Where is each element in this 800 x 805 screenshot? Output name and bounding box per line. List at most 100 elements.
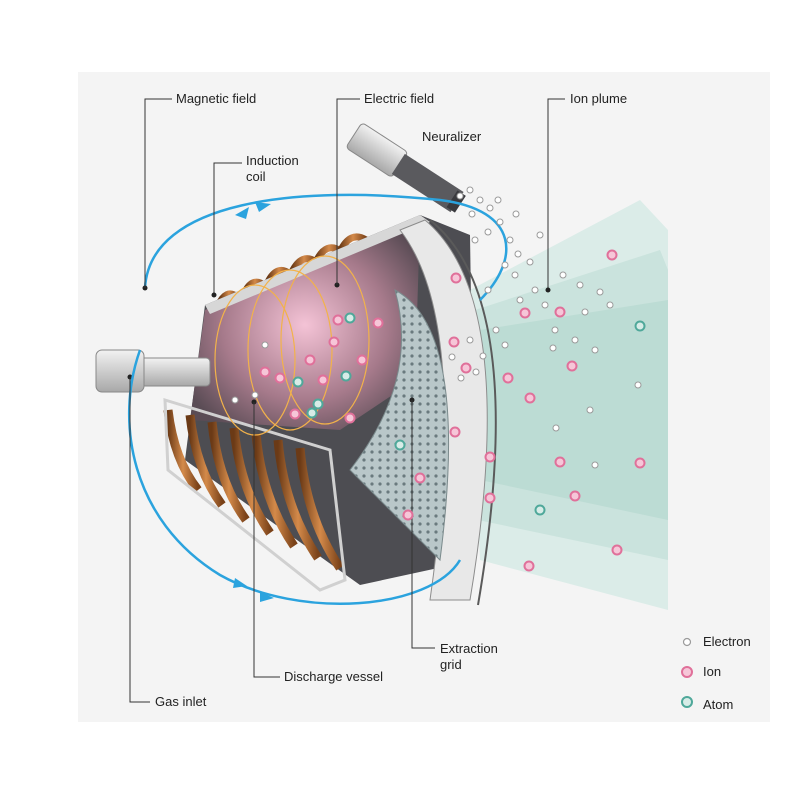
label-gas-inlet: Gas inlet bbox=[155, 694, 207, 709]
induction-coil-front bbox=[163, 397, 347, 592]
ion-dot bbox=[569, 490, 581, 502]
ion-dot bbox=[554, 456, 566, 468]
atom-dot bbox=[306, 407, 318, 419]
electron-dot bbox=[514, 250, 522, 258]
ion-dot bbox=[460, 362, 472, 374]
electron-dot bbox=[541, 301, 549, 309]
ion-dot bbox=[317, 374, 329, 386]
electron-dot bbox=[448, 353, 456, 361]
atom-dot bbox=[634, 320, 646, 332]
electron-dot bbox=[484, 286, 492, 294]
legend bbox=[681, 637, 693, 708]
electron-dot bbox=[512, 210, 520, 218]
legend-atom-symbol bbox=[681, 696, 693, 708]
electron-dot bbox=[492, 326, 500, 334]
electron-dot bbox=[468, 210, 476, 218]
label-induction-coil: Induction coil bbox=[246, 153, 299, 184]
electron-dot bbox=[456, 192, 464, 200]
leader-discharge-vessel bbox=[253, 402, 280, 678]
electron-dot bbox=[251, 391, 259, 399]
electron-dot bbox=[457, 374, 465, 382]
electron-dot bbox=[516, 296, 524, 304]
electron-dot bbox=[486, 204, 494, 212]
leader-extraction-grid bbox=[411, 400, 435, 649]
ion-dot bbox=[554, 306, 566, 318]
label-electric-field: Electric field bbox=[364, 91, 435, 106]
electron-dot bbox=[494, 196, 502, 204]
ion-dot bbox=[274, 372, 286, 384]
electron-dot bbox=[476, 196, 484, 204]
particles bbox=[231, 186, 646, 572]
ion-dot bbox=[289, 408, 301, 420]
legend-ion-label: Ion bbox=[703, 664, 722, 679]
ion-dot bbox=[448, 336, 460, 348]
electron-dot bbox=[501, 261, 509, 269]
electron-dot bbox=[511, 271, 519, 279]
ion-dot bbox=[402, 509, 414, 521]
ion-dot bbox=[611, 544, 623, 556]
ion-dot bbox=[372, 317, 384, 329]
ion-plume-pointer-dot bbox=[545, 287, 551, 293]
ion-dot bbox=[566, 360, 578, 372]
electron-dot bbox=[576, 281, 584, 289]
electron-dot bbox=[261, 341, 269, 349]
electron-dot bbox=[634, 381, 642, 389]
electron-dot bbox=[466, 186, 474, 194]
ion-dot bbox=[484, 492, 496, 504]
legend-electron-label: Electron bbox=[703, 634, 751, 649]
electron-dot bbox=[606, 301, 614, 309]
ion-dot bbox=[304, 354, 316, 366]
electron-dot bbox=[596, 288, 604, 296]
electron-dot bbox=[552, 424, 560, 432]
ion-dot bbox=[634, 457, 646, 469]
electron-dot bbox=[479, 352, 487, 360]
ion-dot bbox=[524, 392, 536, 404]
label-neuralizer: Neuralizer bbox=[422, 129, 482, 144]
electron-dot bbox=[472, 368, 480, 376]
legend-electron-symbol bbox=[682, 637, 692, 647]
electron-dot bbox=[551, 326, 559, 334]
legend-atom-label: Atom bbox=[703, 697, 734, 712]
leader-magnetic-field bbox=[144, 98, 172, 288]
electron-dot bbox=[501, 341, 509, 349]
electron-dot bbox=[571, 336, 579, 344]
atom-dot bbox=[534, 504, 546, 516]
electron-dot bbox=[484, 228, 492, 236]
atom-dot bbox=[344, 312, 356, 324]
leader-induction-coil bbox=[213, 162, 242, 295]
leader-gas-inlet bbox=[129, 377, 150, 703]
electron-dot bbox=[586, 406, 594, 414]
ion-dot bbox=[449, 426, 461, 438]
electron-dot bbox=[591, 346, 599, 354]
induction-coil-pointer-dot bbox=[211, 292, 217, 298]
electron-dot bbox=[526, 258, 534, 266]
electron-dot bbox=[536, 231, 544, 239]
leader-electric-field bbox=[336, 98, 360, 285]
ion-dot bbox=[450, 272, 462, 284]
electron-dot bbox=[559, 271, 567, 279]
ion-dot bbox=[519, 307, 531, 319]
label-ion-plume: Ion plume bbox=[570, 91, 628, 106]
electron-dot bbox=[531, 286, 539, 294]
leader-ion-plume bbox=[547, 98, 565, 290]
electron-dot bbox=[471, 236, 479, 244]
electron-dot bbox=[496, 218, 504, 226]
label-magnetic-field: Magnetic field bbox=[176, 91, 257, 106]
label-extraction-grid: Extraction grid bbox=[440, 641, 498, 672]
ion-dot bbox=[502, 372, 514, 384]
label-discharge-vessel: Discharge vessel bbox=[284, 669, 383, 684]
electron-dot bbox=[506, 236, 514, 244]
leader-lines bbox=[129, 98, 565, 703]
electron-dot bbox=[466, 336, 474, 344]
ion-dot bbox=[606, 249, 618, 261]
ion-dot bbox=[332, 314, 344, 326]
ion-dot bbox=[414, 472, 426, 484]
ion-dot bbox=[328, 336, 340, 348]
ion-dot bbox=[344, 412, 356, 424]
extraction-grid bbox=[349, 219, 497, 606]
legend-ion-symbol bbox=[681, 666, 693, 678]
atom-dot bbox=[312, 398, 324, 410]
ion-dot bbox=[259, 366, 271, 378]
electron-dot bbox=[231, 396, 239, 404]
magnetic-field-lines bbox=[127, 193, 508, 605]
